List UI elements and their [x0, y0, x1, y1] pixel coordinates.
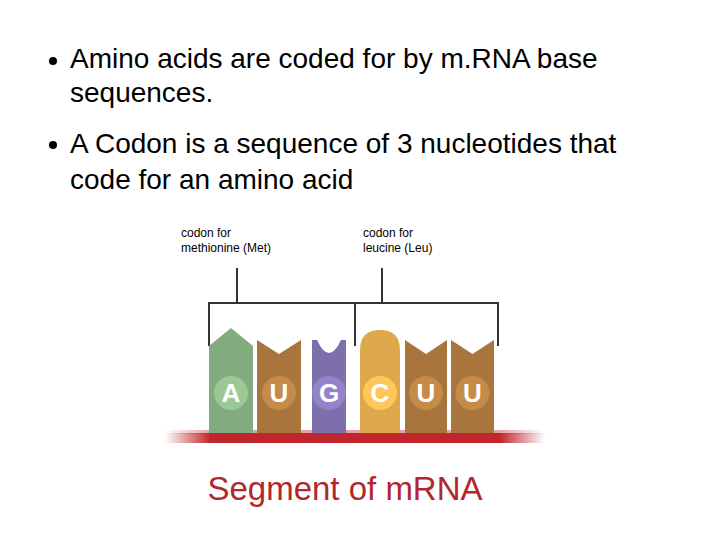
bullet-text: Amino acids are coded for by m.RNA base … [70, 42, 680, 110]
base-letter: A [209, 378, 253, 408]
bullet-text: A Codon is a sequence of 3 nucleotides t… [70, 126, 680, 198]
rna-backbone [165, 433, 545, 443]
nucleotide-base: U [257, 340, 301, 433]
codon-bracket [209, 268, 498, 346]
nucleotide-base: U [451, 340, 494, 433]
base-letter: U [257, 378, 301, 408]
bullet-dot [49, 141, 57, 149]
codon-label: codon for leucine (Leu) [363, 226, 443, 256]
base-outline [360, 330, 400, 433]
base-outline [209, 328, 253, 433]
base-letter: G [312, 378, 346, 408]
base-outline [451, 340, 494, 433]
base-outline [257, 340, 301, 433]
base-letter-disc [312, 376, 346, 410]
bullet-dot [49, 57, 57, 65]
caption: Segment of mRNA [170, 469, 520, 509]
nucleotide-base: U [405, 340, 447, 433]
nucleotide-base: C [360, 330, 400, 433]
leader-line [236, 268, 238, 302]
base-letter: U [451, 378, 494, 408]
nucleotide-base: A [209, 328, 253, 433]
base-letter: U [405, 378, 447, 408]
base-outline [405, 340, 447, 433]
base-outline [312, 340, 346, 433]
codon-label: codon for methionine (Met) [181, 226, 276, 256]
base-letter: C [360, 378, 400, 408]
leader-line [381, 268, 383, 302]
nucleotide-base: G [312, 340, 346, 433]
